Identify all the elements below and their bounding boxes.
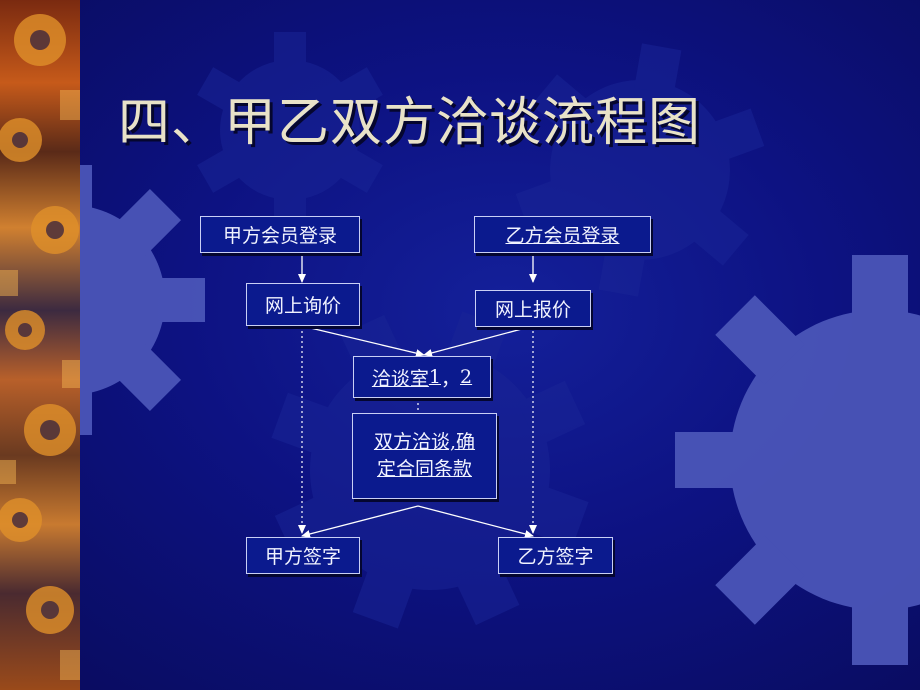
online-quote-box: 网上报价 — [475, 290, 591, 327]
decorative-gear-strip — [0, 0, 80, 690]
gear-pattern-icon — [0, 14, 80, 680]
negotiate-line-1[interactable]: 双方洽谈,确 — [373, 431, 476, 453]
negotiate-contract-box[interactable]: 双方洽谈,确 定合同条款 — [352, 413, 497, 499]
room-1-link[interactable]: 1 — [428, 366, 441, 388]
party-a-sign-label: 甲方签字 — [264, 546, 341, 568]
party-b-sign-box: 乙方签字 — [498, 537, 613, 574]
room-prefix-link[interactable]: 洽谈室 — [371, 367, 429, 390]
online-inquiry-label: 网上询价 — [264, 295, 341, 317]
party-b-login-link[interactable]: 乙方会员登录 — [505, 225, 620, 247]
online-inquiry-box: 网上询价 — [246, 283, 360, 326]
party-a-sign-box: 甲方签字 — [246, 537, 360, 574]
arrow-quote-to-room — [423, 325, 534, 357]
arrow-negotiate-to-b-sign — [417, 505, 534, 538]
party-b-sign-label: 乙方签字 — [517, 546, 594, 568]
negotiate-line-2[interactable]: 定合同条款 — [376, 458, 472, 480]
arrow-inquiry-to-room — [301, 325, 425, 358]
party-a-login-label: 甲方会员登录 — [222, 225, 337, 247]
room-2-link[interactable]: 2 — [460, 366, 473, 388]
slide-title: 四、甲乙双方洽谈流程图 — [118, 93, 702, 153]
online-quote-label: 网上报价 — [494, 299, 571, 321]
party-b-login-box[interactable]: 乙方会员登录 — [474, 216, 651, 253]
room-separator: ， — [441, 367, 461, 390]
party-a-login-box: 甲方会员登录 — [200, 216, 360, 253]
arrow-negotiate-to-a-sign — [301, 505, 419, 538]
